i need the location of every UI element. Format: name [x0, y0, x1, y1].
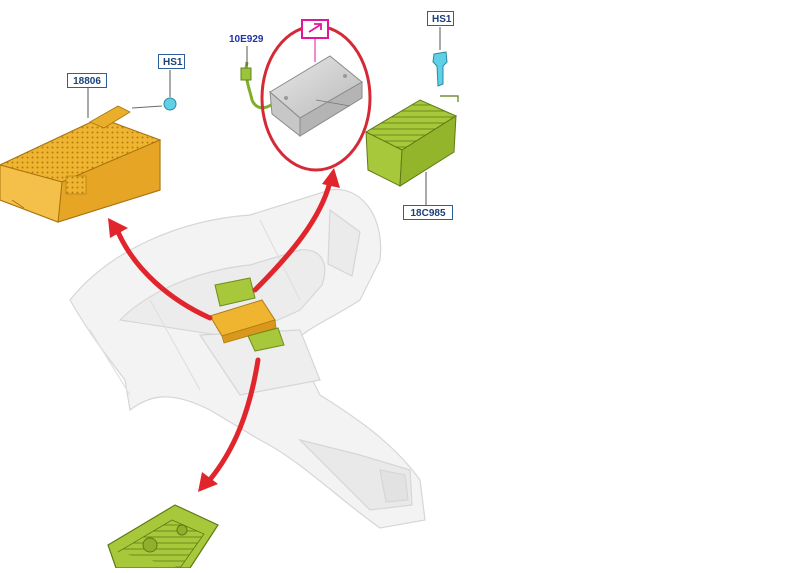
console-green-upper-module	[214, 277, 256, 307]
center-console-outline	[69, 188, 426, 529]
arrow-to-radio-unit	[115, 229, 213, 321]
gray-module	[269, 55, 363, 138]
arrowhead-radio	[108, 218, 128, 238]
label-radio-unit: 18806	[67, 73, 107, 88]
fastener-hs1-right	[432, 27, 448, 87]
fastener-hs1-left	[131, 70, 177, 111]
label-harness: 10E929	[229, 34, 264, 45]
arrows	[115, 179, 333, 485]
console-green-lower-module	[247, 327, 285, 352]
label-screw-left: HS1	[158, 54, 185, 69]
label-screw-right: HS1	[427, 11, 454, 26]
control-panel	[107, 504, 219, 569]
arrow-to-control-panel	[205, 357, 261, 485]
radio-unit-18806	[0, 105, 162, 223]
arrowhead-module	[322, 168, 340, 188]
arrowhead-panel	[198, 472, 218, 492]
arrowheads	[108, 168, 340, 492]
label-module-right: 18C985	[403, 205, 453, 220]
module-18c985	[364, 95, 459, 205]
arrow-box-icon	[301, 19, 329, 62]
arrow-to-highlighted-module	[252, 179, 333, 293]
console-radio-unit	[209, 299, 277, 344]
harness-10e929	[240, 46, 282, 110]
